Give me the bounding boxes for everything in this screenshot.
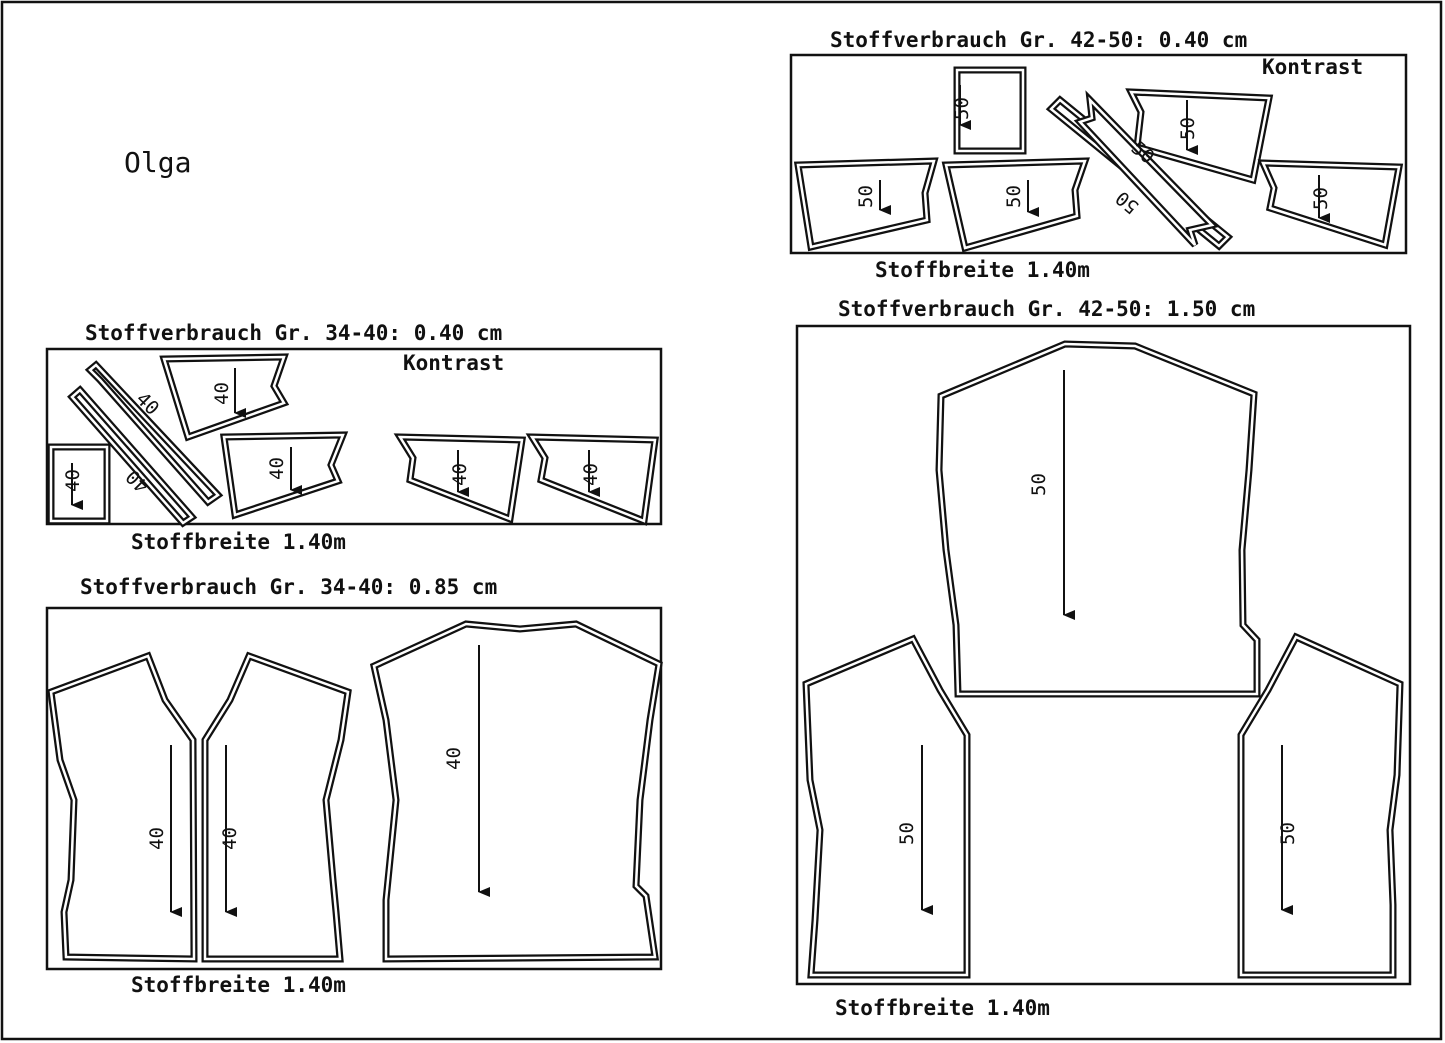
fabric-width-label: Stoffbreite 1.40m xyxy=(875,258,1090,282)
back-piece xyxy=(369,620,663,963)
contrast-label: Kontrast xyxy=(403,351,504,375)
model-name: Olga xyxy=(124,146,191,179)
piece-inner-line xyxy=(529,435,657,523)
fabric-width-label: Stoffbreite 1.40m xyxy=(131,973,346,997)
size-label: 50 xyxy=(1310,187,1332,210)
front-right-piece xyxy=(1237,632,1404,979)
piece-inner-line xyxy=(49,654,196,961)
size-label: 40 xyxy=(219,827,241,850)
piece-inner-line xyxy=(1261,161,1401,247)
size-label: 40 xyxy=(443,747,465,770)
layout-34-40-main: Stoffverbrauch Gr. 34-40: 0.85 cm Stoffb… xyxy=(45,575,663,997)
layout-title: Stoffverbrauch Gr. 34-40: 0.85 cm xyxy=(80,575,497,599)
piece-inner-line xyxy=(955,68,1025,153)
size-label: 40 xyxy=(580,463,602,486)
fabric-frame xyxy=(45,606,663,971)
fabric-frame xyxy=(789,53,1408,255)
fabric-width-label: Stoffbreite 1.40m xyxy=(131,530,346,554)
piece-inner-line xyxy=(222,433,345,517)
layout-42-50-contrast: Stoffverbrauch Gr. 42-50: 0.40 cm Kontra… xyxy=(789,28,1408,282)
size-label: 50 xyxy=(1277,822,1299,845)
size-label: 40 xyxy=(62,469,84,492)
piece-inner-line xyxy=(796,159,936,249)
contrast-label: Kontrast xyxy=(1262,55,1363,79)
piece-inner-line xyxy=(1128,90,1271,182)
fabric-width-label: Stoffbreite 1.40m xyxy=(835,996,1050,1020)
fabric-frame xyxy=(45,347,663,526)
size-label: 40 xyxy=(449,463,471,486)
piece-inner-line xyxy=(49,445,109,523)
piece-inner-line xyxy=(372,622,661,961)
layout-42-50-main: Stoffverbrauch Gr. 42-50: 1.50 cm Stoffb… xyxy=(795,297,1412,1020)
size-label: 40 xyxy=(211,382,233,405)
fabric-frame xyxy=(795,324,1412,986)
back-piece xyxy=(935,340,1261,698)
size-label: 50 xyxy=(1112,186,1144,218)
piece-inner-line xyxy=(944,159,1087,250)
piece-inner-line xyxy=(88,363,220,504)
size-label: 50 xyxy=(1177,117,1199,140)
piece-inner-line xyxy=(397,435,524,521)
layout-34-40-contrast: Stoffverbrauch Gr. 34-40: 0.40 cm Kontra… xyxy=(45,321,663,554)
layout-title: Stoffverbrauch Gr. 34-40: 0.40 cm xyxy=(85,321,502,345)
front-left-piece xyxy=(47,651,198,963)
size-label: 50 xyxy=(855,185,877,208)
size-label: 50 xyxy=(951,97,973,120)
size-label: 40 xyxy=(146,827,168,850)
size-label: 50 xyxy=(1003,185,1025,208)
piece-inner-line xyxy=(203,654,350,961)
piece-inner-line xyxy=(1077,96,1215,246)
piece-inner-line xyxy=(1239,635,1402,977)
layout-title: Stoffverbrauch Gr. 42-50: 1.50 cm xyxy=(838,297,1255,321)
piece-inner-line xyxy=(937,342,1259,696)
size-label: 50 xyxy=(896,822,918,845)
piece-inner-line xyxy=(804,637,969,977)
piece-inner-line xyxy=(70,388,194,525)
front-left-piece xyxy=(802,634,971,979)
size-label: 50 xyxy=(1028,473,1050,496)
layout-title: Stoffverbrauch Gr. 42-50: 0.40 cm xyxy=(830,28,1247,52)
size-label: 40 xyxy=(266,457,288,480)
piece-inner-line xyxy=(162,355,286,439)
